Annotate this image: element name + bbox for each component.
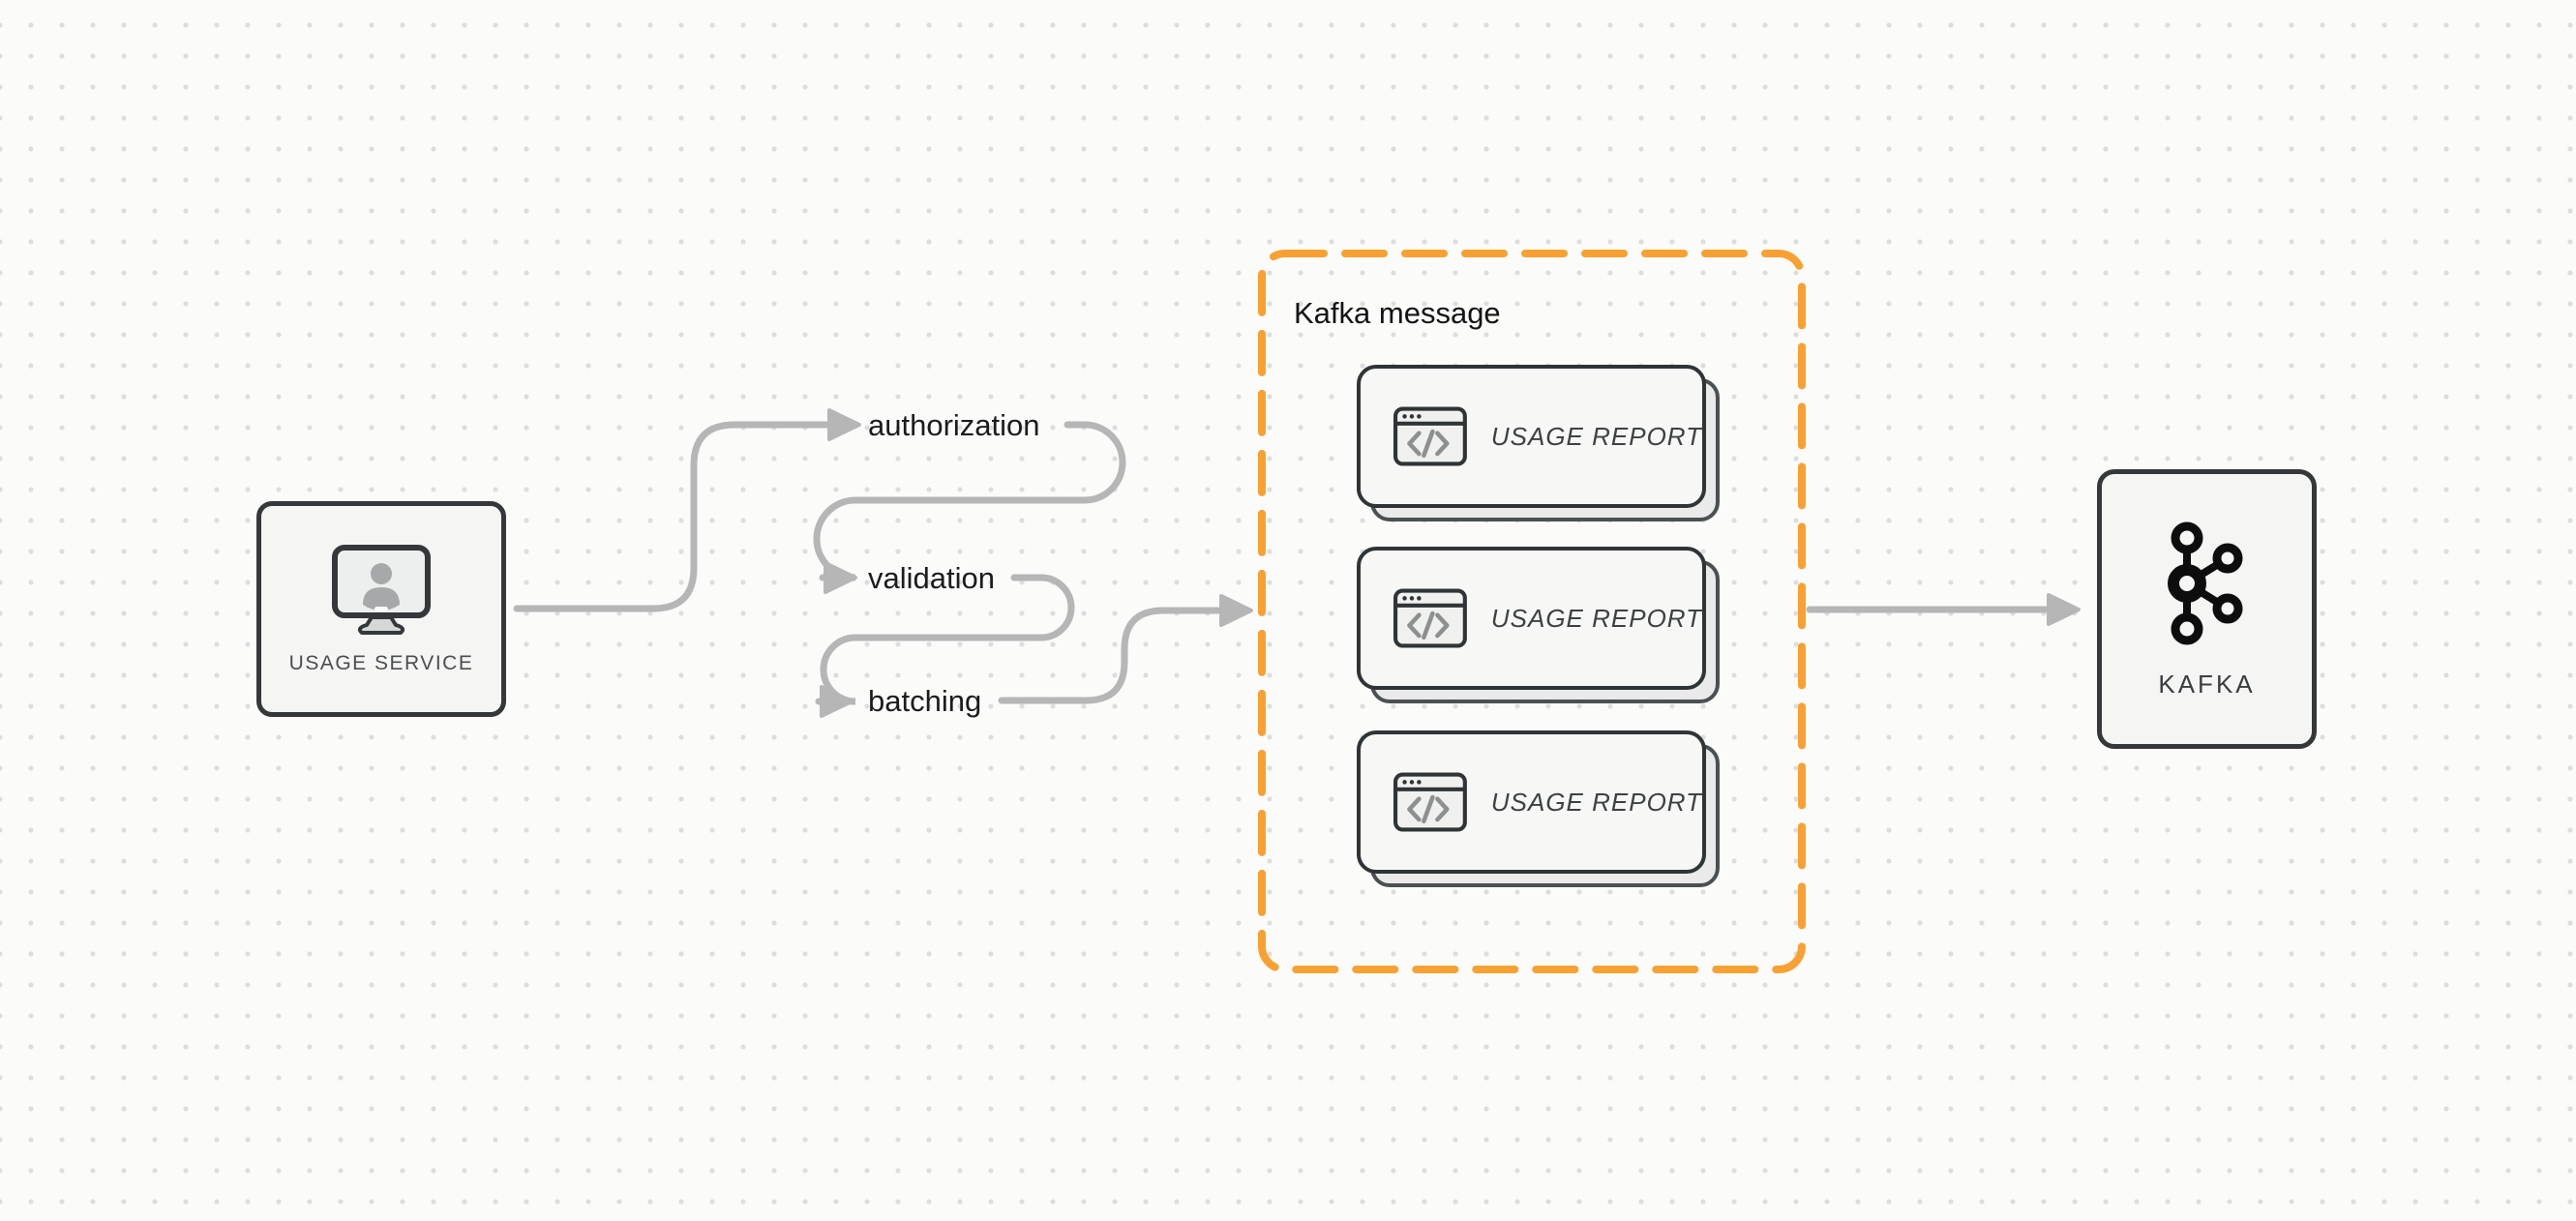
usage-service-label: USAGE SERVICE [288,651,474,674]
step-validation: validation [868,561,995,595]
usage-report-label: USAGE REPORT [1490,787,1702,817]
kafka-message-group: Kafka message USAGE REPORT [1258,250,1806,973]
usage-report-card: USAGE REPORT [1357,730,1720,887]
step-authorization: authorization [868,408,1040,442]
connector-batching-to-group [998,607,1222,704]
arrowhead-validation [824,561,857,594]
arrowhead-kafka [2047,593,2081,626]
kafka-label: KAFKA [2158,670,2256,699]
connector-service-to-authorization [513,421,830,612]
code-window-icon [1393,772,1467,832]
usage-service-node: USAGE SERVICE [256,501,506,717]
dashed-group-border [1258,250,1806,973]
code-window-icon [1393,588,1467,648]
usage-report-label: USAGE REPORT [1490,603,1702,633]
connector-authorization-to-validation [813,421,1126,581]
kafka-message-title: Kafka message [1294,296,1501,330]
usage-report-card: USAGE REPORT [1357,365,1720,521]
arrowhead-batching [820,685,854,718]
usage-report-card: USAGE REPORT [1357,547,1720,703]
step-batching: batching [868,684,982,718]
user-monitor-icon [332,544,431,635]
arrowhead-authorization [827,408,861,441]
usage-report-label: USAGE REPORT [1490,421,1702,451]
code-window-icon [1393,406,1467,466]
kafka-logo-icon [2167,521,2242,645]
kafka-node: KAFKA [2097,469,2317,749]
arrowhead-group [1219,594,1253,627]
